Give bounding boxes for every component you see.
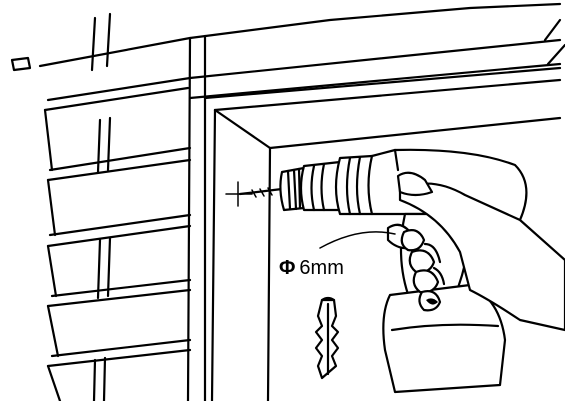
wall-plug [314, 296, 340, 380]
frame-bevel [213, 108, 272, 150]
hand [319, 171, 565, 332]
brick-rows [43, 86, 192, 401]
finger-middle [408, 249, 436, 274]
wall-top-edge [38, 2, 562, 68]
hand-palm [398, 182, 565, 332]
finger-index [400, 229, 426, 252]
drill-battery [382, 283, 507, 394]
finger-ring [412, 269, 440, 294]
window-frame [186, 18, 565, 401]
diameter-value: 6mm [299, 257, 344, 279]
leader-line [319, 231, 396, 249]
diameter-symbol: Φ [279, 257, 296, 279]
loose-brick-chip [10, 56, 32, 72]
clutch-ring [334, 154, 374, 216]
brick-wall [10, 2, 562, 401]
thumb [396, 171, 434, 197]
